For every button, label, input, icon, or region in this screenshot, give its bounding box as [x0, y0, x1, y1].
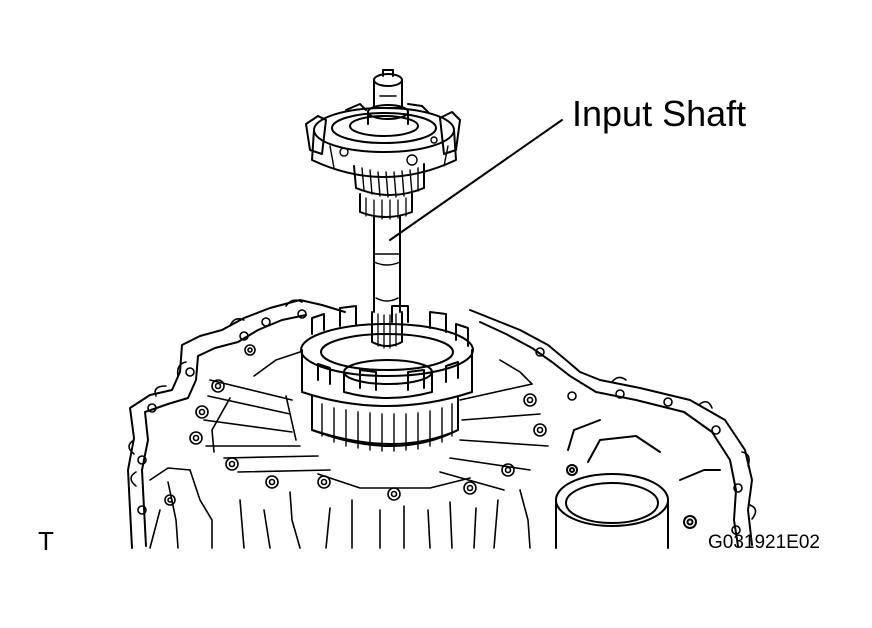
view-letter: T — [38, 526, 54, 556]
clutch-drum — [301, 306, 473, 451]
callout-leader-line — [390, 120, 562, 240]
transaxle-case — [128, 300, 756, 548]
input-shaft-label: Input Shaft — [572, 93, 747, 134]
input-shaft — [306, 70, 460, 348]
figure-code: G031921E02 — [708, 532, 820, 553]
